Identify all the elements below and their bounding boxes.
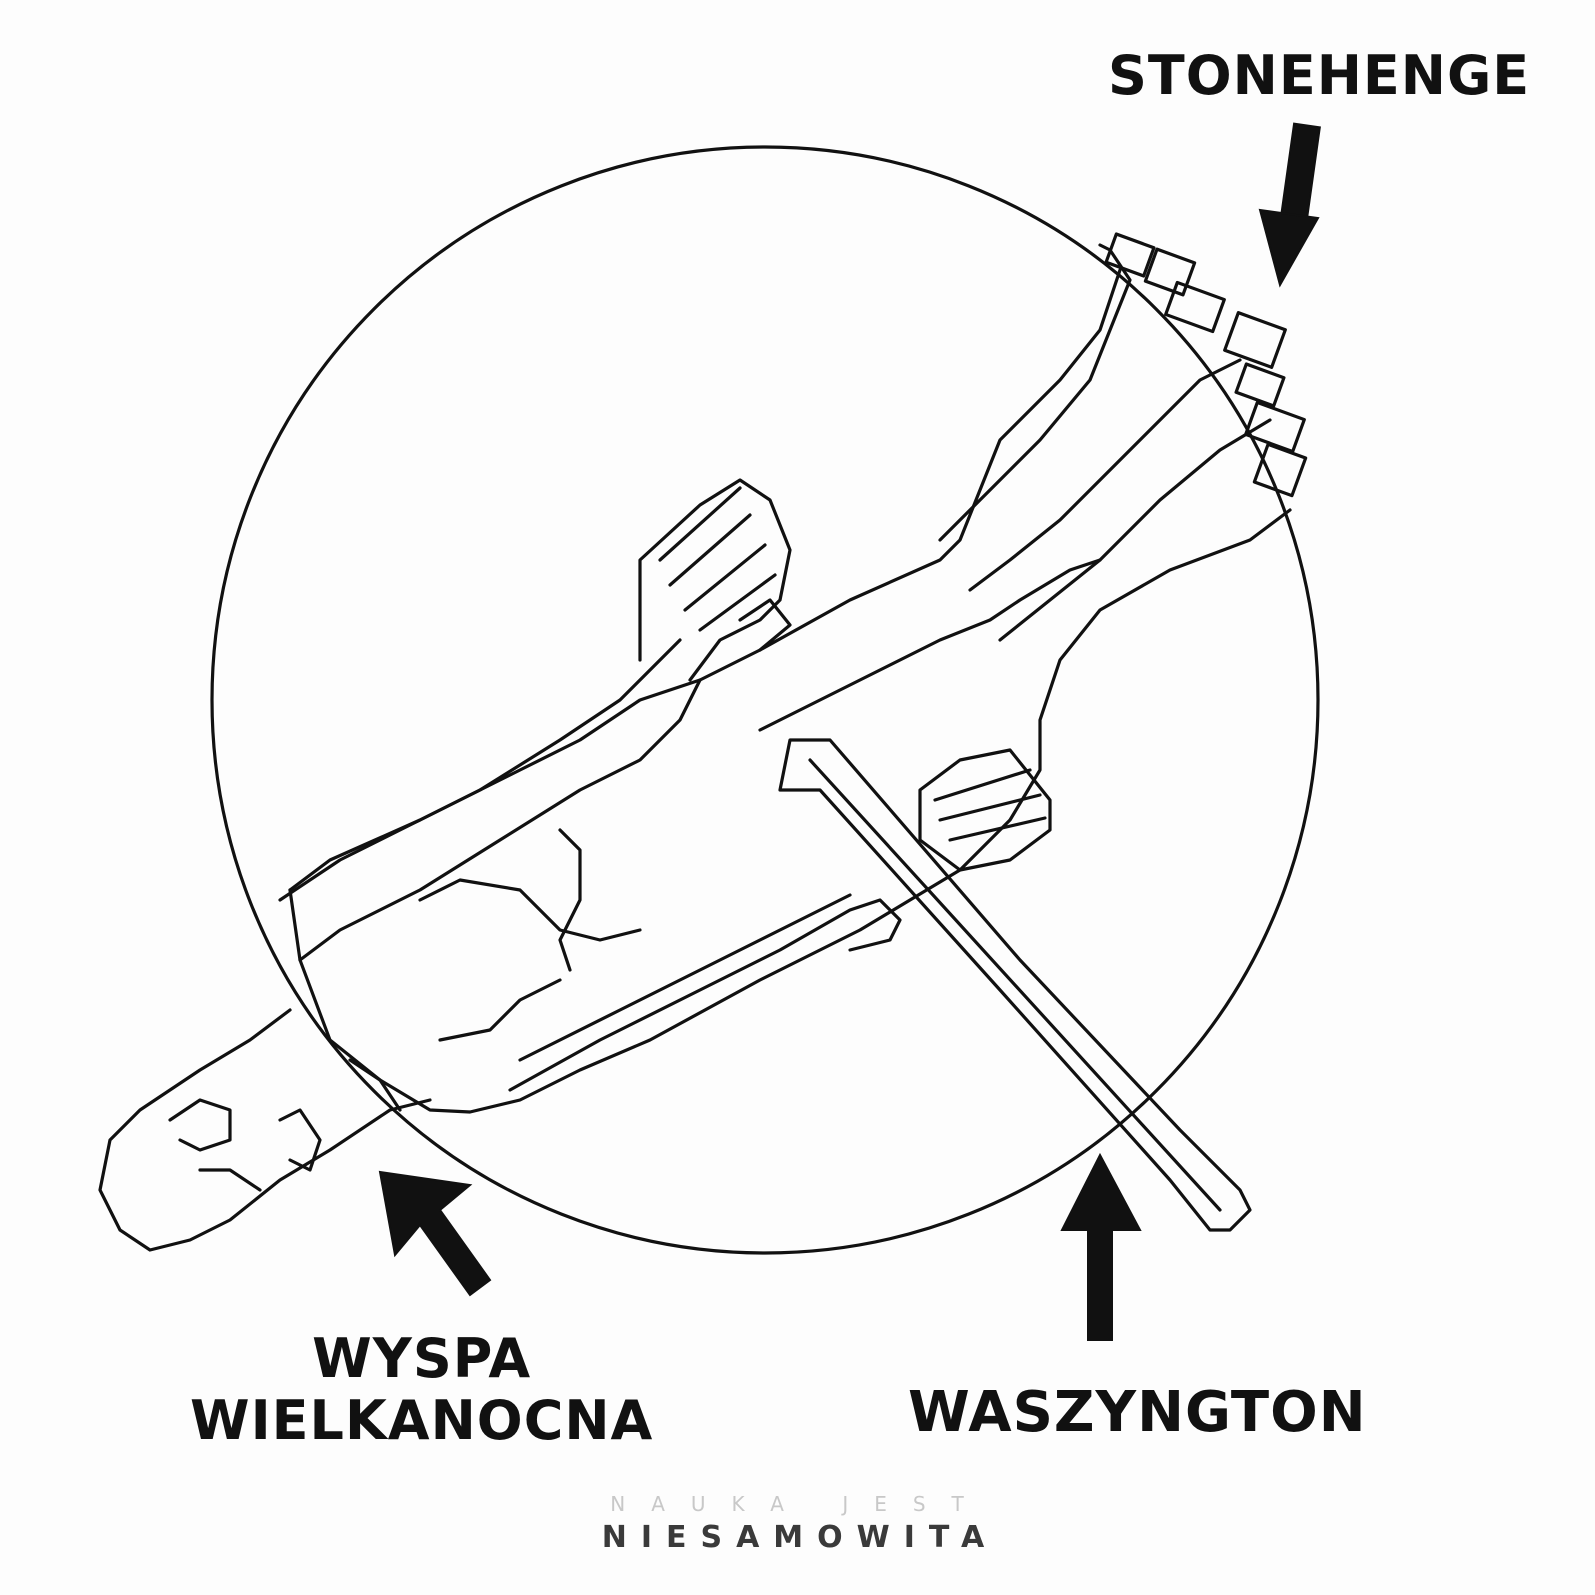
stonehenge-stones <box>1104 232 1308 498</box>
arrow-up-left-icon <box>378 1170 492 1297</box>
watermark: NAUKA JEST NIESAMOWITA <box>570 1492 1030 1555</box>
figure-lower-hand <box>918 748 1052 872</box>
figure-upper-hand <box>638 478 792 682</box>
staff-upper <box>938 243 1132 542</box>
label-easter-island: WYSPA WIELKANOCNA <box>190 1328 653 1452</box>
arrow-down-icon <box>1258 122 1321 288</box>
figure-lower-bar <box>508 898 902 1092</box>
watermark-line2: NIESAMOWITA <box>601 1520 999 1555</box>
figure-back <box>288 268 1122 892</box>
figure-upper-arm <box>298 678 702 962</box>
label-washington: WASZYNGTON <box>908 1380 1367 1445</box>
arrow-up-icon <box>1060 1152 1142 1341</box>
figure-torso-detail <box>758 558 1102 732</box>
watermark-line1: NAUKA JEST <box>610 1492 990 1516</box>
figure-upper-arm-edge <box>278 638 682 902</box>
label-easter-island-line1: WYSPA <box>312 1327 532 1390</box>
label-easter-island-line2: WIELKANOCNA <box>190 1389 654 1452</box>
figure-body <box>288 508 1292 1114</box>
label-stonehenge: STONEHENGE <box>1108 44 1531 107</box>
globe-circle <box>210 145 1320 1255</box>
staff-pole <box>778 738 1252 1232</box>
figure-head <box>98 1008 432 1252</box>
